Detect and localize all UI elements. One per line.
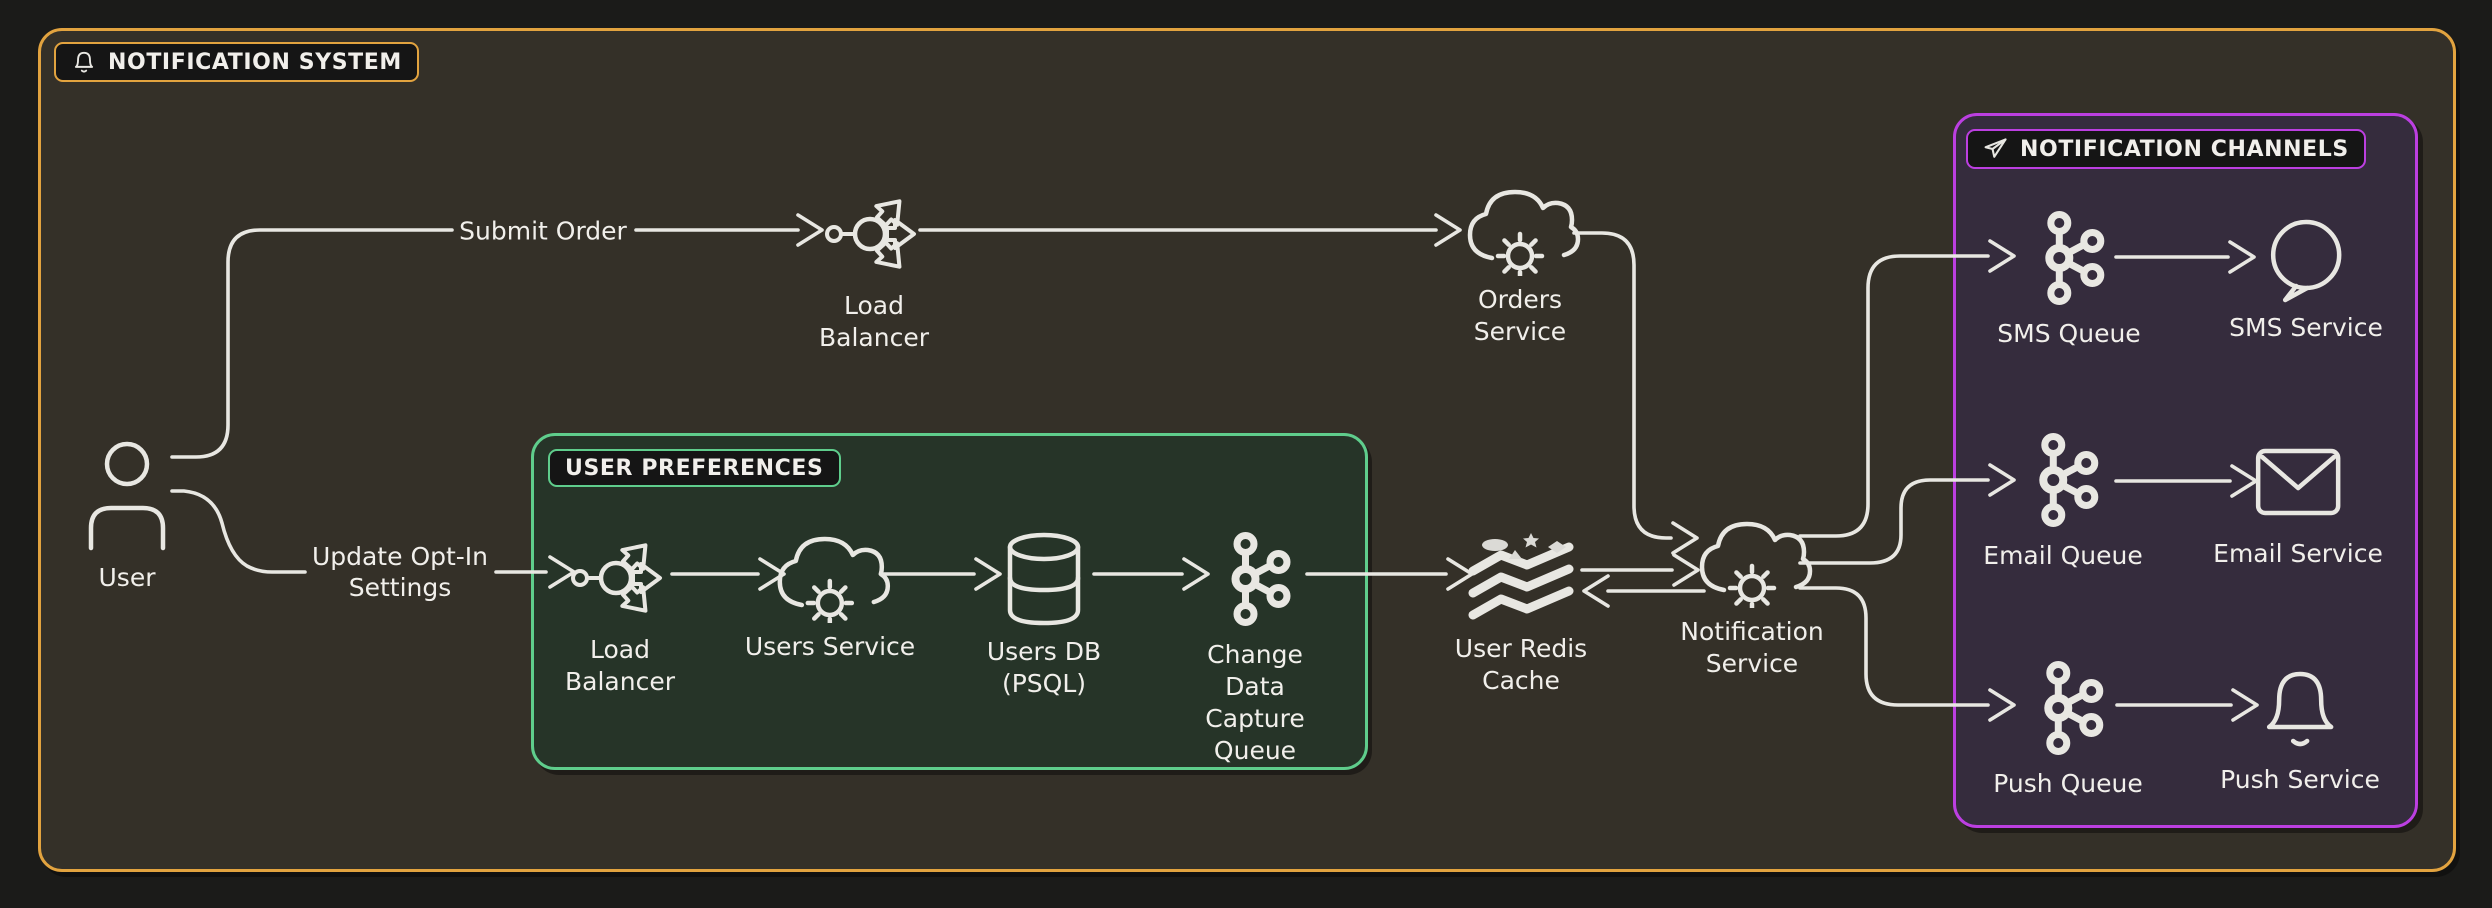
group-label-notification-system: NOTIFICATION SYSTEM xyxy=(54,42,419,82)
cloud-gear-icon xyxy=(1467,189,1581,276)
node-sms-queue[interactable]: SMS Queue xyxy=(1997,206,2141,350)
node-push-queue[interactable]: Push Queue xyxy=(1993,656,2143,800)
node-email-queue[interactable]: Email Queue xyxy=(1983,428,2143,572)
envelope-icon xyxy=(2255,448,2341,516)
redis-icon xyxy=(1468,533,1574,620)
bell-icon xyxy=(2266,671,2334,747)
node-push-service[interactable]: Push Service xyxy=(2220,660,2380,796)
node-sms-service[interactable]: SMS Service xyxy=(2229,214,2383,344)
node-orders-service[interactable]: Orders Service xyxy=(1458,180,1582,348)
node-redis-cache[interactable]: User Redis Cache xyxy=(1451,533,1591,697)
cloud-gear-icon xyxy=(777,536,891,623)
paper-plane-icon xyxy=(1984,138,2007,158)
group-label-user-preferences: USER PREFERENCES xyxy=(548,449,841,487)
edge-label-submit-order: Submit Order xyxy=(459,216,627,246)
kafka-icon xyxy=(2044,661,2103,755)
node-load-balancer-top[interactable]: Load Balancer xyxy=(814,186,934,354)
node-users-db[interactable]: Users DB (PSQL) xyxy=(969,530,1119,700)
node-load-balancer-prefs[interactable]: Load Balancer xyxy=(560,530,680,698)
node-cdc-queue[interactable]: Change Data Capture Queue xyxy=(1178,527,1333,767)
kafka-icon xyxy=(2039,433,2098,527)
group-label-notification-channels: NOTIFICATION CHANNELS xyxy=(1966,129,2366,169)
node-user[interactable]: User xyxy=(83,438,171,594)
group-notification-channels[interactable]: NOTIFICATION CHANNELS xyxy=(1953,113,2418,828)
database-icon xyxy=(1007,532,1081,626)
bell-icon xyxy=(74,51,94,73)
load-balancer-icon xyxy=(571,543,662,613)
node-notification-service[interactable]: Notification Service xyxy=(1677,512,1827,680)
group-user-preferences[interactable]: USER PREFERENCES xyxy=(531,433,1368,770)
speech-bubble-icon xyxy=(2270,219,2342,303)
kafka-icon xyxy=(1231,532,1290,626)
edge-label-update-opt-in: Update Opt-In Settings xyxy=(311,541,489,602)
node-users-service[interactable]: Users Service xyxy=(745,527,915,663)
cloud-gear-icon xyxy=(1699,521,1813,608)
node-email-service[interactable]: Email Service xyxy=(2213,444,2383,570)
person-icon xyxy=(88,441,166,551)
load-balancer-icon xyxy=(825,199,916,269)
kafka-icon xyxy=(2044,211,2104,305)
